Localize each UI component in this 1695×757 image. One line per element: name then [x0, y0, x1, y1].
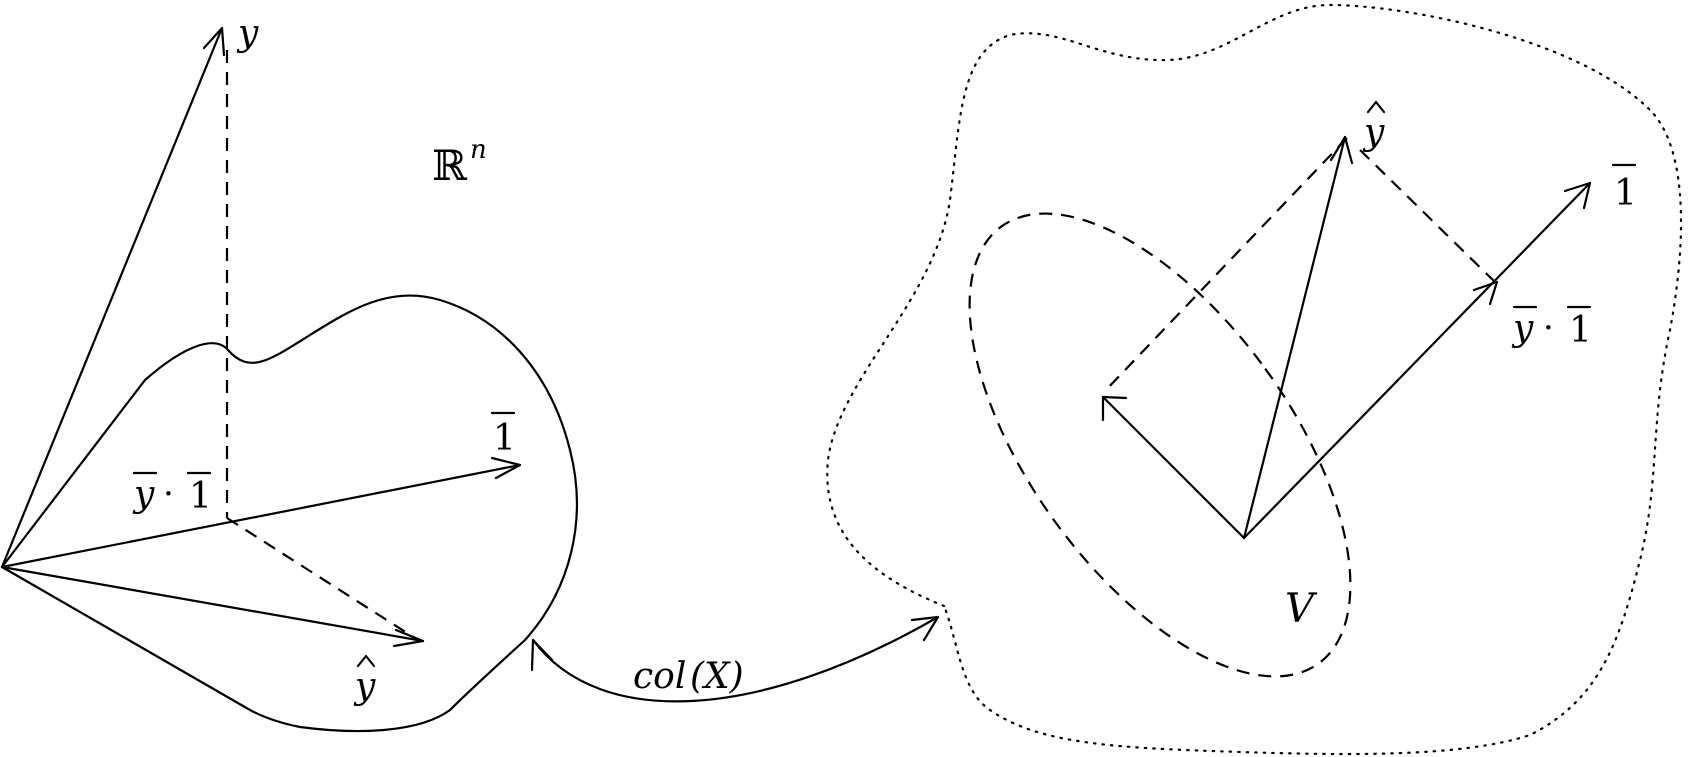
rn-dotted-region — [826, 3, 1683, 756]
svg-text:1: 1 — [189, 476, 212, 517]
vector-y — [0, 26, 224, 569]
label-colx: col (X) — [633, 656, 744, 697]
colx-arrowhead-left — [530, 638, 554, 672]
label-ybar-one-left: y · 1 — [132, 471, 212, 517]
svg-text:1: 1 — [1614, 173, 1637, 214]
svg-text:·: · — [163, 474, 174, 514]
svg-text:y: y — [236, 13, 259, 54]
svg-text:y: y — [353, 666, 376, 707]
svg-text:n: n — [470, 135, 487, 165]
arrowhead-y-hat-right — [1329, 135, 1354, 165]
arrowhead-y — [202, 26, 226, 57]
colx-mapping-arrow — [531, 615, 940, 703]
colx-arrowhead-right — [910, 615, 940, 642]
vector-one-bar — [0, 463, 522, 569]
label-one-bar-left: 1 — [490, 411, 516, 459]
dash-y-hat-to-left — [1103, 137, 1348, 393]
residual-dash — [226, 517, 419, 641]
label-y-hat-right: y — [1362, 100, 1386, 153]
colx-region-outline — [0, 294, 578, 733]
label-y-hat-left: y — [353, 654, 376, 707]
svg-text:·: · — [1543, 308, 1554, 348]
arrowhead-one-bar-right — [1563, 181, 1592, 210]
vector-right-left — [1101, 395, 1246, 540]
arrowhead-one-bar — [490, 456, 522, 480]
label-v: V — [1285, 586, 1318, 632]
dash-y-hat-to-ybar — [1359, 149, 1496, 283]
arrowhead-right-left — [1101, 395, 1128, 422]
svg-text:1: 1 — [493, 418, 516, 459]
svg-text:1: 1 — [1569, 310, 1592, 351]
label-rn: ℝ n — [432, 135, 487, 190]
arrowhead-ybar-one-right — [1472, 280, 1499, 306]
label-one-bar-right: 1 — [1611, 163, 1637, 214]
svg-text:y: y — [1511, 308, 1534, 349]
svg-text:y: y — [132, 474, 155, 515]
vector-one-bar-right — [1242, 181, 1592, 540]
arrowhead-y-hat — [392, 628, 425, 648]
svg-text:(X): (X) — [690, 656, 744, 697]
svg-text:col: col — [633, 656, 686, 697]
svg-text:ℝ: ℝ — [432, 141, 468, 190]
label-y: y — [236, 13, 259, 54]
vector-y-hat — [0, 565, 425, 643]
vector-y-hat-right — [1242, 135, 1347, 540]
label-ybar-one-right: y · 1 — [1511, 305, 1592, 351]
svg-text:y: y — [1362, 112, 1385, 153]
subspace-v-ellipse — [968, 212, 1352, 678]
svg-text:V: V — [1285, 586, 1318, 632]
